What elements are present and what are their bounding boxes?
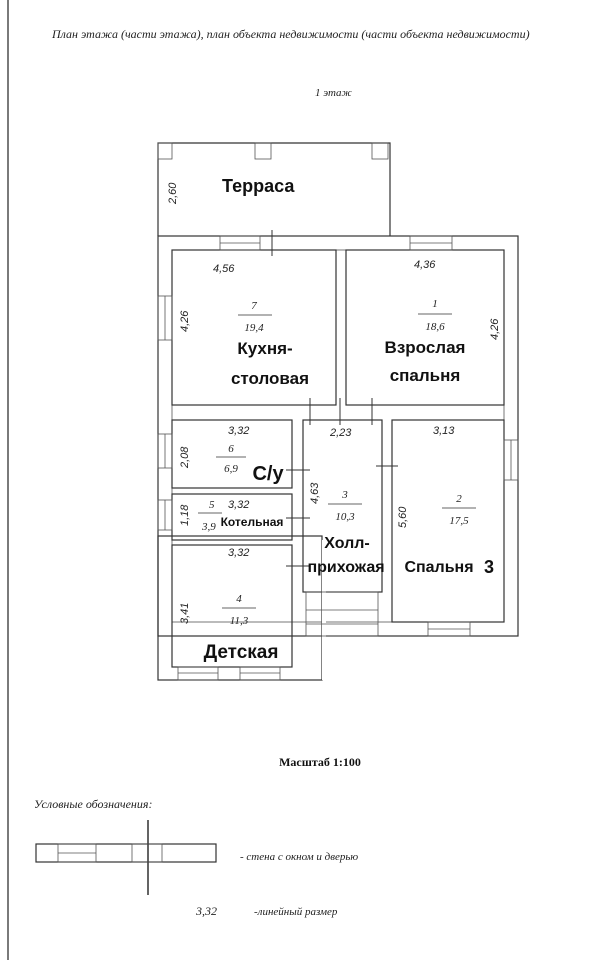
kids-number: 4 — [236, 593, 242, 605]
legend-wall-text: - стена с окном и дверью — [240, 851, 358, 863]
terrace-label: Терраса — [222, 176, 295, 196]
door-marks — [271, 230, 398, 637]
bathroom-dim-height: 2,08 — [179, 446, 191, 469]
master-bedroom-label-1: Взрослая — [385, 338, 466, 357]
legend-heading: Условные обозначения: — [34, 797, 152, 811]
master-bedroom-number: 1 — [432, 298, 438, 310]
hall-area: 10,3 — [335, 511, 355, 523]
master-bedroom-dim-height: 4,26 — [489, 318, 501, 340]
hall-label-1: Холл- — [324, 535, 370, 552]
interior-walls — [171, 249, 505, 680]
kitchen-label-1: Кухня- — [237, 339, 292, 358]
plan-title: План этажа (части этажа), план объекта н… — [51, 27, 530, 41]
boiler-label: Котельная — [221, 515, 284, 529]
boiler-number: 5 — [209, 499, 215, 511]
bathroom-label: С/у — [252, 463, 284, 485]
master-bedroom-dim-width: 4,36 — [414, 259, 436, 271]
kitchen-number: 7 — [251, 300, 257, 312]
bathroom-area: 6,9 — [224, 463, 238, 475]
kitchen-label-2: столовая — [231, 369, 309, 388]
hall-label-2: прихожая — [307, 559, 384, 576]
legend-dim-text: -линейный размер — [254, 906, 338, 918]
terrace-dim-height: 2,60 — [167, 182, 179, 205]
bedroom3-dim-width: 3,13 — [433, 425, 455, 437]
boiler-area: 3,9 — [201, 521, 216, 533]
kitchen-area: 19,4 — [244, 322, 264, 334]
kids-label: Детская — [204, 642, 279, 663]
hall-dim-height: 4,63 — [309, 482, 321, 504]
scale-label: Масштаб 1:100 — [279, 755, 361, 769]
bedroom3-dim-height: 5,60 — [397, 506, 409, 528]
legend-wall-symbol — [35, 820, 217, 895]
boiler-dim-width: 3,32 — [228, 499, 249, 511]
bedroom3-number: 2 — [456, 493, 462, 505]
kids-area: 11,3 — [230, 615, 249, 627]
master-bedroom-area: 18,6 — [425, 321, 445, 333]
kids-dim-height: 3,41 — [179, 603, 191, 624]
master-bedroom-label-2: спальня — [390, 366, 461, 385]
boiler-dim-height: 1,18 — [179, 504, 191, 526]
kitchen-dim-height: 4,26 — [179, 310, 191, 332]
hall-number: 3 — [341, 489, 348, 501]
bathroom-dim-width: 3,32 — [228, 425, 249, 437]
bathroom-number: 6 — [228, 443, 234, 455]
kitchen-dim-width: 4,56 — [213, 263, 235, 275]
floor-label: 1 этаж — [315, 87, 353, 99]
hall-dim-width: 2,23 — [329, 427, 352, 439]
house-outer-walls — [157, 235, 519, 681]
legend-dim-example: 3,32 — [195, 904, 217, 918]
bedroom3-label-suffix: 3 — [484, 557, 494, 577]
window-marks — [157, 235, 519, 681]
bedroom3-label: Спальня — [404, 559, 473, 576]
kids-dim-width: 3,32 — [228, 547, 249, 559]
bedroom3-area: 17,5 — [449, 515, 469, 527]
terrace-outline — [157, 142, 391, 236]
